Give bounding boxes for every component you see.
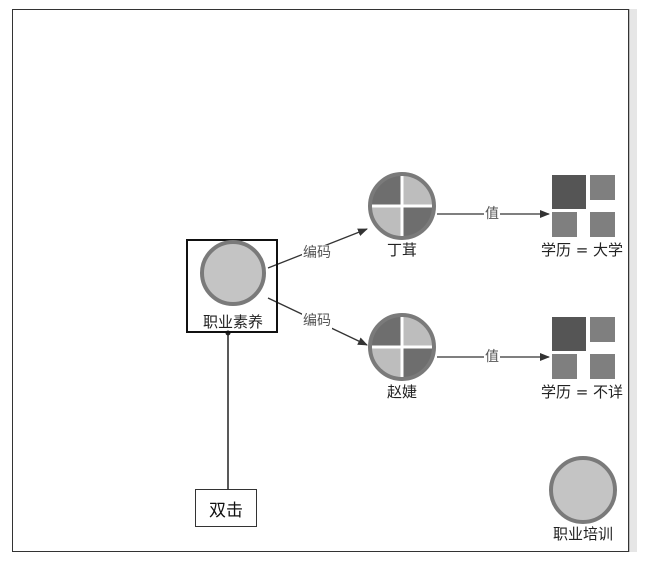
child-node-1-label: 丁茸 xyxy=(386,241,418,259)
edge-label-root-child-2: 编码 xyxy=(302,313,332,329)
circle-node-icon[interactable] xyxy=(200,240,266,306)
value-node-2-label: 学历 = 不详 xyxy=(540,383,624,401)
grid-squares-icon[interactable] xyxy=(552,317,615,379)
edge-label-child-2-value-2: 值 xyxy=(484,349,500,365)
grid-squares-icon[interactable] xyxy=(552,175,615,237)
quartered-circle-icon[interactable] xyxy=(368,313,436,381)
quartered-circle-icon[interactable] xyxy=(368,172,436,240)
edge-label-root-child-1: 编码 xyxy=(302,245,332,261)
circle-node-icon[interactable] xyxy=(549,456,617,524)
value-node-1-label: 学历 = 大学 xyxy=(540,241,624,259)
root-node-label: 职业素养 xyxy=(202,313,264,331)
edge-label-child-1-value-1: 值 xyxy=(484,206,500,222)
child-node-2-label: 赵婕 xyxy=(386,383,418,401)
diagram-canvas xyxy=(12,9,629,552)
vertical-scrollbar[interactable] xyxy=(629,9,637,552)
callout-box: 双击 xyxy=(195,489,257,527)
isolated-node-label: 职业培训 xyxy=(552,525,614,543)
callout-text: 双击 xyxy=(209,500,243,521)
root-selection-box[interactable] xyxy=(186,239,278,333)
